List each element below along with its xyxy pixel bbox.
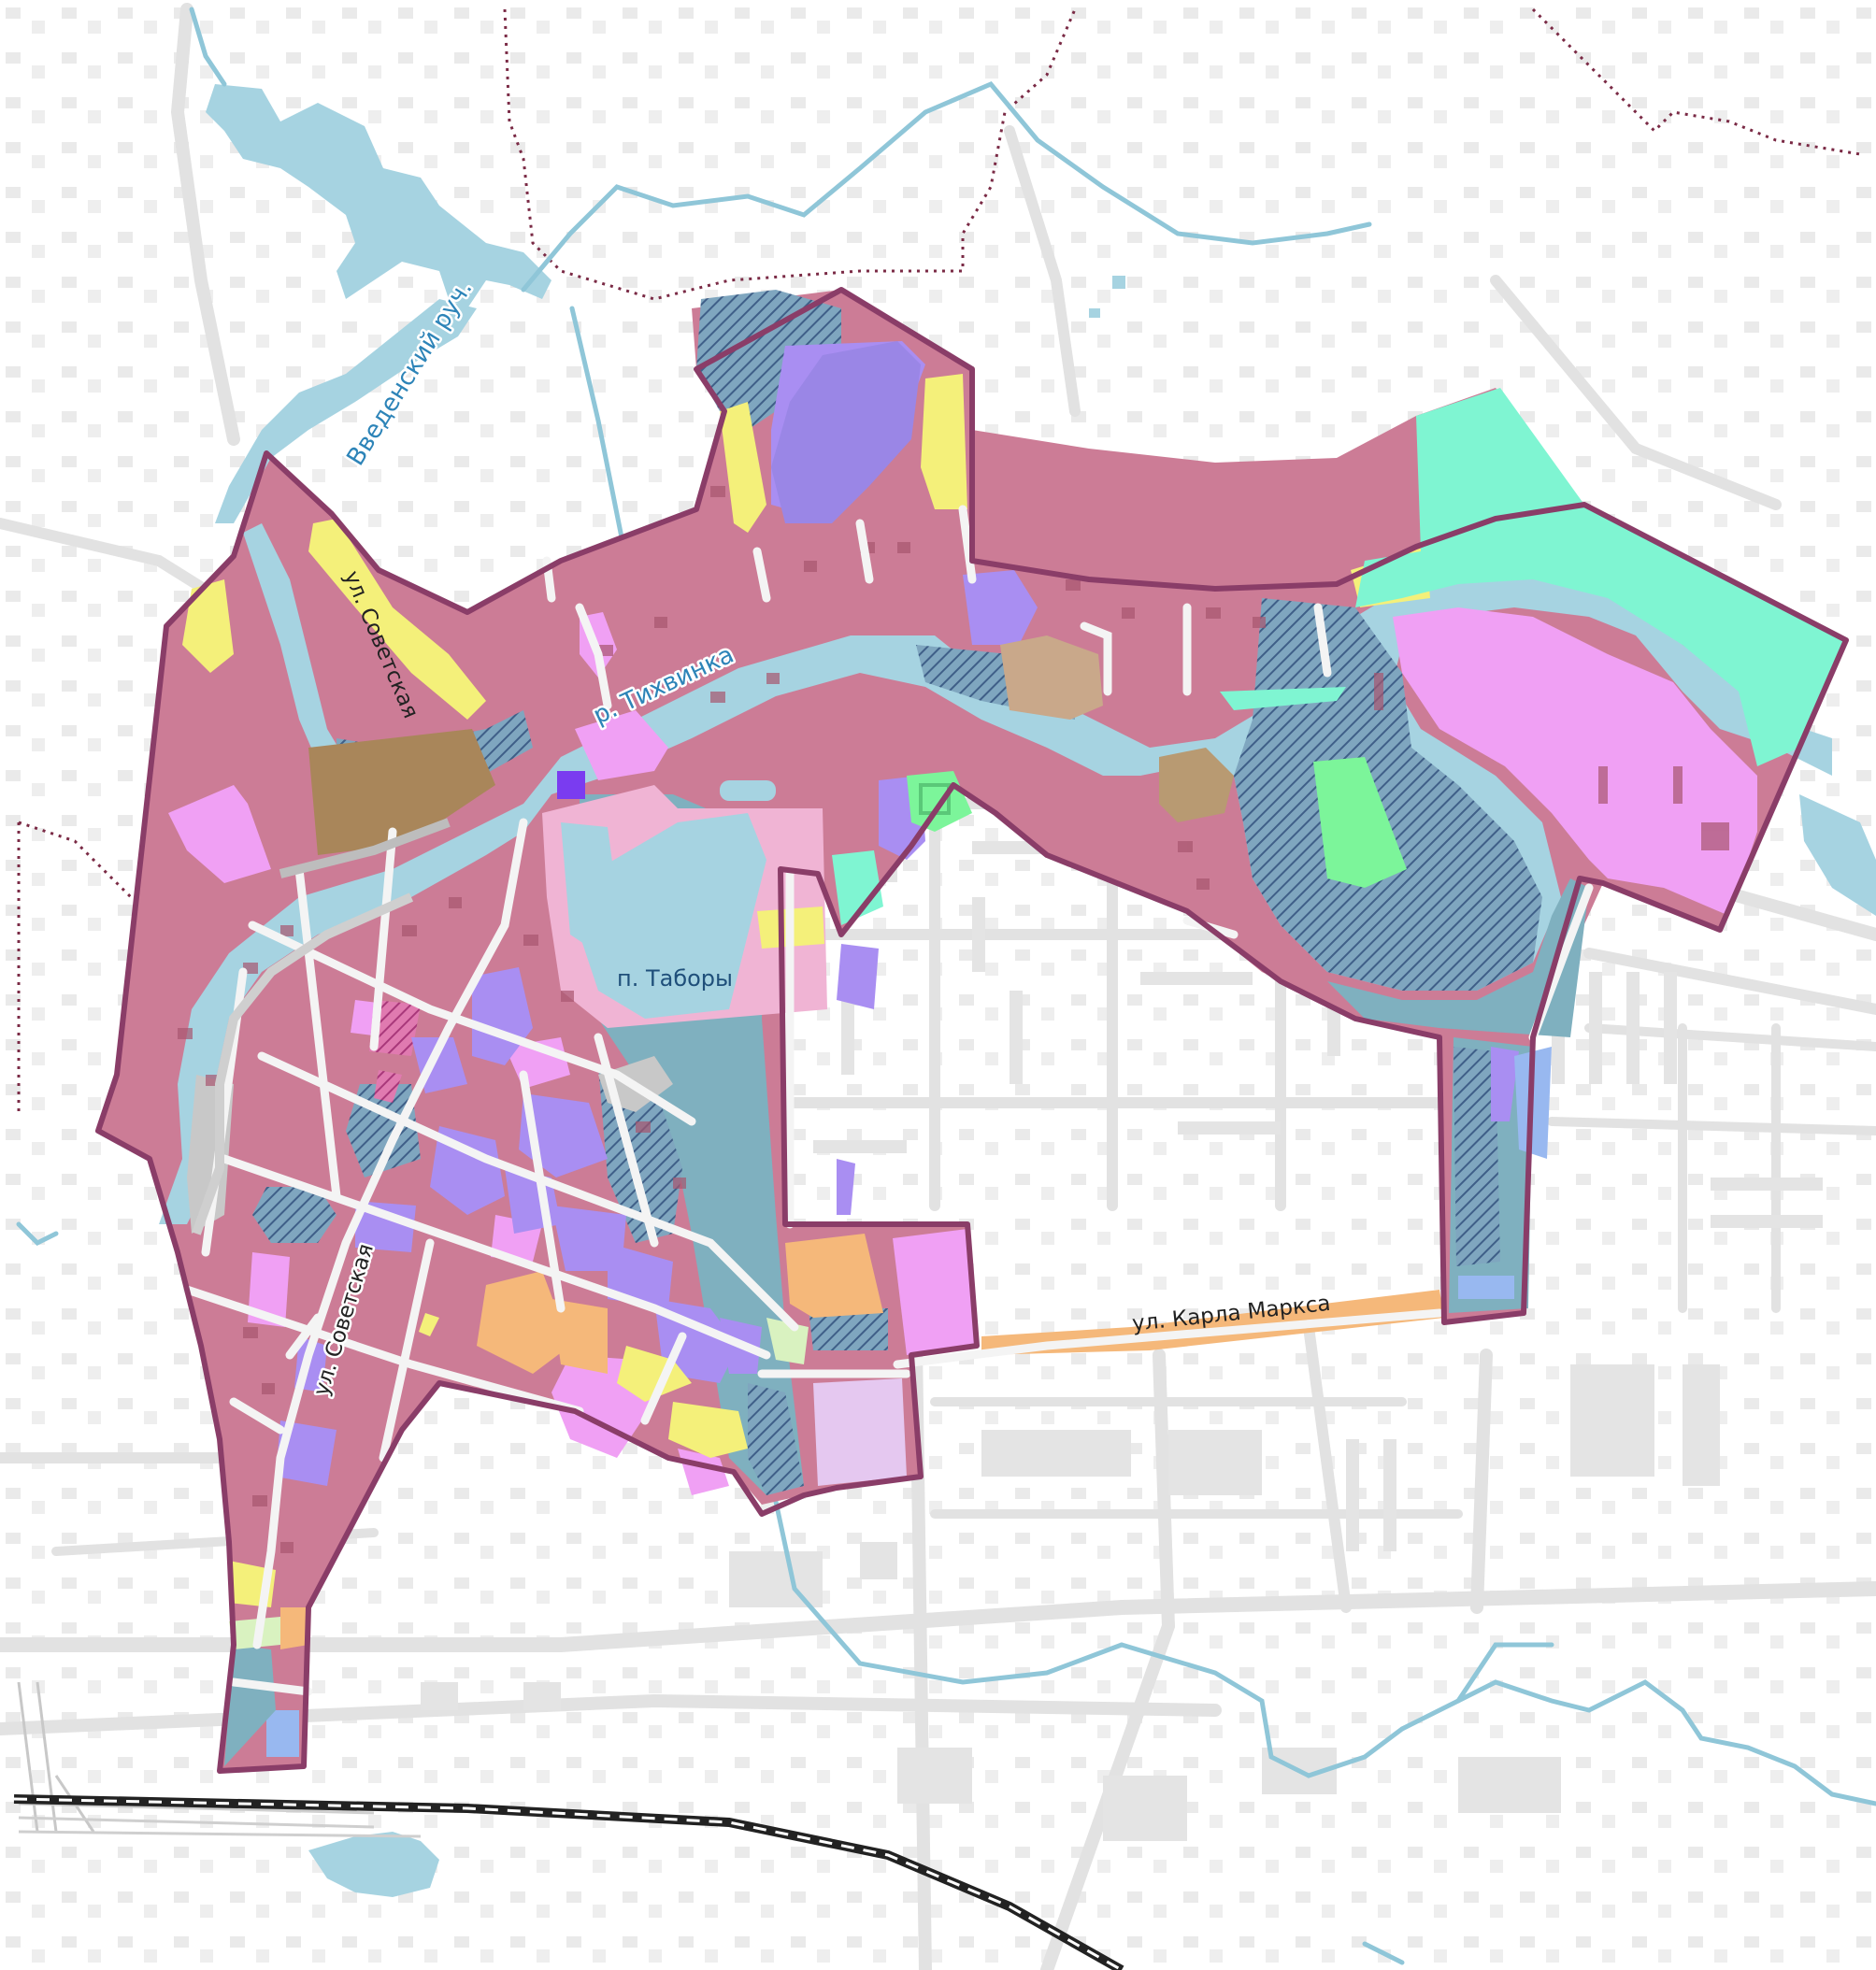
street (229, 1397, 285, 1435)
hatched-protection (252, 1187, 337, 1243)
hatched-protection (1454, 1047, 1500, 1266)
pond-tabory (580, 813, 766, 1019)
railway (13, 1681, 1124, 1970)
street (752, 547, 771, 603)
street (369, 827, 397, 1051)
recreation-teal-areas (832, 388, 1846, 925)
road (1004, 125, 1081, 417)
zone-streets (182, 505, 1594, 1696)
zone-buildings (178, 486, 1729, 1553)
road (1040, 1349, 1176, 1970)
street-karla-marksa (893, 1308, 1444, 1369)
public-violet-north (771, 341, 921, 523)
street (594, 1033, 659, 1248)
street (257, 1051, 799, 1332)
street (379, 1238, 435, 1463)
hatched-pink (374, 1070, 402, 1103)
street (285, 1313, 322, 1360)
floodplain (1327, 878, 1589, 1037)
label-park-tabory: п. Таборы (617, 965, 733, 992)
lake-south (308, 1832, 439, 1897)
residential-yellow-areas (182, 374, 1430, 1607)
street (855, 519, 874, 584)
lilac-area (813, 1378, 907, 1486)
pond-east (1799, 794, 1876, 916)
lake-north (206, 84, 551, 308)
hatched-protection (748, 1383, 804, 1495)
road (1490, 275, 1782, 510)
rail-main-dashes (13, 1797, 1123, 1970)
district-borders (17, 7, 1861, 1112)
street (958, 505, 977, 584)
commercial-areas (168, 607, 1757, 1495)
road (0, 1693, 1222, 1735)
street (1080, 621, 1112, 696)
street-sovetskaya (252, 818, 528, 1649)
small-pond (1112, 276, 1125, 289)
street (575, 603, 612, 710)
street (220, 1154, 771, 1360)
street (248, 921, 696, 1126)
street (519, 1070, 566, 1313)
pale-green-area (766, 1318, 809, 1364)
zone-boundary (95, 287, 1849, 1774)
road (1547, 1117, 1876, 1135)
street (229, 1677, 313, 1696)
street (640, 1332, 687, 1425)
road (1583, 948, 1876, 1015)
river-tikhvinka (159, 575, 1832, 1224)
hatched-protection (696, 290, 841, 430)
light-blue-area (266, 1710, 299, 1757)
water-background (206, 84, 1876, 1897)
small-pond (1089, 308, 1100, 318)
water-lines (16, 7, 1876, 1965)
industrial-areas (308, 635, 1234, 855)
hatched-pink (369, 1000, 421, 1056)
road (1470, 1349, 1493, 1614)
river-embankment (279, 818, 451, 878)
street (294, 864, 341, 1201)
light-blue-area (1458, 1276, 1514, 1299)
road (170, 3, 240, 446)
river-embankment (192, 892, 414, 1235)
pond-small (720, 780, 776, 801)
pond-tabory-inner (561, 822, 617, 953)
floodplain-south (224, 1645, 276, 1766)
road (1303, 1321, 1352, 1613)
stream-vvedensky-channel (243, 523, 355, 785)
rail-yard (18, 1802, 422, 1838)
street (182, 1285, 584, 1416)
stream-vvedensky (215, 299, 477, 523)
hatched-protection (809, 1308, 888, 1350)
public-violet-block (557, 771, 585, 799)
street (1313, 603, 1332, 678)
